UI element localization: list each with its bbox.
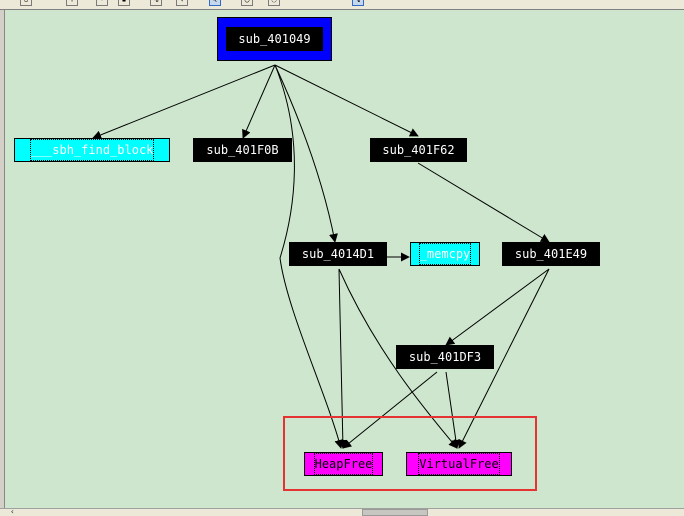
node-sbh_find_block[interactable]: ___sbh_find_block: [14, 138, 170, 162]
edge-root-sbh: [92, 64, 276, 140]
node-sub_4014D1[interactable]: sub_4014D1: [289, 242, 387, 266]
node-sub_401F0B[interactable]: sub_401F0B: [193, 138, 292, 162]
node-memcpy[interactable]: _memcpy: [410, 242, 480, 266]
edge-401F62-401E49: [417, 162, 550, 243]
save-icon[interactable]: ▫: [20, 0, 32, 6]
edge-root-401F0B: [242, 64, 276, 139]
graph-canvas[interactable]: sub_401049 ___sbh_find_block sub_401F0B …: [4, 10, 684, 508]
edge-401E49-virtualfree: [458, 268, 550, 449]
node-label: sub_401049: [238, 32, 311, 46]
root-node-frame[interactable]: sub_401049: [217, 17, 332, 61]
edge-4014D1-heapfree: [338, 268, 348, 449]
node-label: sub_401E49: [514, 247, 588, 261]
edge-root-401F62: [274, 64, 419, 137]
edge-401E49-401DF3: [445, 268, 550, 346]
node-sub_401049[interactable]: sub_401049: [226, 27, 323, 51]
node-sub_401F62[interactable]: sub_401F62: [370, 138, 467, 162]
selection-highlight: [283, 416, 537, 491]
lasso-icon[interactable]: ◌: [268, 0, 280, 6]
node-label: HeapFree: [313, 453, 374, 475]
print-icon[interactable]: ▪: [118, 0, 130, 6]
edge-root-4014D1: [274, 64, 338, 243]
scroll-left-icon[interactable]: ‹: [10, 507, 15, 516]
node-label: sub_401F0B: [206, 143, 279, 157]
node-label: sub_401F62: [382, 143, 455, 157]
zoom-out-icon[interactable]: -: [96, 0, 108, 6]
edge-root-heapfree: [274, 64, 344, 449]
node-label: _memcpy: [418, 243, 472, 265]
node-VirtualFree[interactable]: VirtualFree: [406, 452, 512, 476]
node-sub_401E49[interactable]: sub_401E49: [502, 242, 600, 266]
node-label: sub_4014D1: [301, 247, 375, 261]
node-label: sub_401DF3: [408, 350, 482, 364]
pointer-icon[interactable]: ↖: [209, 0, 221, 6]
node-label: VirtualFree: [418, 453, 500, 475]
zoom-in-icon[interactable]: +: [66, 0, 78, 6]
edge-4014D1-virtualfree: [338, 268, 458, 449]
call-edges: [92, 64, 550, 449]
graph-toolbar: ▫ + - ▪ % ‹ ↖ ○ ◌ ↘: [0, 0, 684, 10]
edge-401DF3-virtualfree: [445, 371, 461, 449]
edge-401DF3-heapfree: [342, 371, 438, 449]
node-sub_401DF3[interactable]: sub_401DF3: [396, 345, 494, 369]
back-icon[interactable]: ‹: [176, 0, 188, 6]
fit-icon[interactable]: %: [150, 0, 162, 6]
node-label: ___sbh_find_block: [29, 139, 155, 161]
select-icon[interactable]: ↘: [352, 0, 364, 6]
pan-icon[interactable]: ○: [241, 0, 253, 6]
node-HeapFree[interactable]: HeapFree: [304, 452, 383, 476]
